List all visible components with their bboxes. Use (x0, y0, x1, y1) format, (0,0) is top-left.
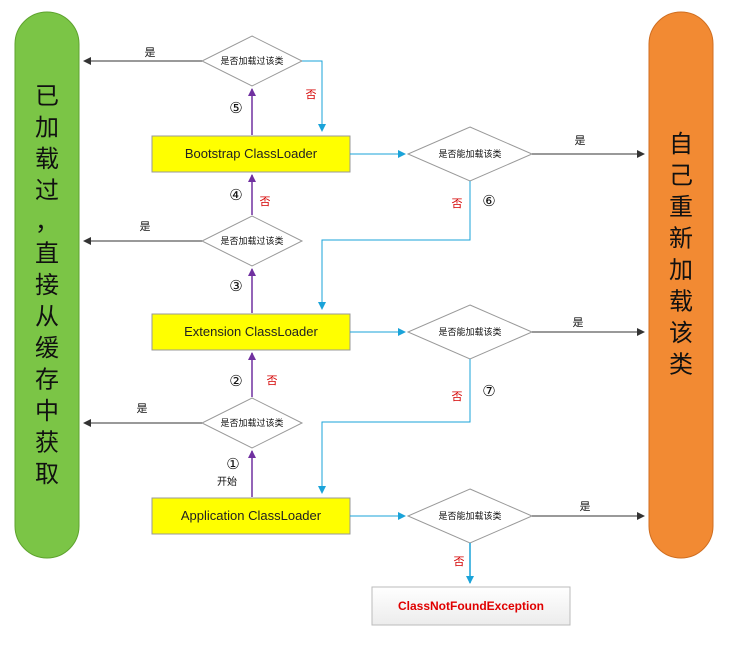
loaded-check-diamond-top: 是否加载过该类 (200, 35, 304, 87)
loaded-check-diamond-bottom: 是否加载过该类 (200, 397, 304, 449)
can-load-diamond-middle: 是否能加载该类 (406, 304, 534, 360)
left-bar-char: 从 (35, 303, 59, 331)
step-3: ③ (229, 277, 242, 295)
bootstrap-loader-box: Bootstrap ClassLoader (151, 135, 351, 173)
extension-loader-box: Extension ClassLoader (151, 313, 351, 351)
can-load-diamond-top: 是否能加载该类 (406, 126, 534, 182)
svg-text:是否加载过该类: 是否加载过该类 (220, 417, 283, 429)
step-1: ① (226, 455, 239, 473)
no-label-5: 否 (306, 88, 317, 101)
start-label: 开始 (217, 475, 237, 488)
left-bar-char: 载 (35, 145, 59, 173)
yes-label-bottom-left: 是 (137, 402, 148, 415)
left-bar-char: 已 (35, 82, 59, 110)
left-bar-char: 加 (35, 114, 59, 142)
step-7: ⑦ (482, 382, 495, 400)
yes-label-middle-left: 是 (140, 220, 151, 233)
step-4: ④ (229, 186, 242, 204)
arrow-top-canload-no (318, 181, 471, 310)
right-bar-char: 类 (669, 351, 693, 379)
left-bar-char: 直 (35, 240, 59, 268)
can-load-diamond-bottom: 是否能加载该类 (406, 488, 534, 544)
yes-label-top-right: 是 (575, 134, 586, 147)
step-2: ② (229, 372, 242, 390)
right-bar-char: 重 (669, 193, 693, 221)
no-label-4: 否 (260, 195, 271, 208)
extension-loader-label: Extension ClassLoader (184, 324, 318, 339)
left-bar-char: 接 (35, 271, 59, 299)
step-6: ⑥ (482, 192, 495, 210)
right-bar-char: 加 (669, 256, 693, 284)
svg-text:是否加载过该类: 是否加载过该类 (220, 235, 283, 247)
right-bar-char: 该 (669, 319, 693, 347)
step-5: ⑤ (229, 99, 242, 117)
right-bar-char: 新 (669, 225, 693, 253)
svg-text:是否能加载该类: 是否能加载该类 (438, 326, 501, 338)
right-bar-char: 自 (669, 130, 693, 158)
yes-label-middle-right: 是 (573, 316, 584, 329)
arrow-top-check-no (302, 60, 326, 132)
exception-label: ClassNotFoundException (398, 599, 544, 613)
left-bar-char: 获 (35, 429, 59, 457)
left-bar-char: 存 (35, 366, 59, 394)
no-label-6: 否 (452, 197, 463, 210)
yes-label-top-left: 是 (145, 46, 156, 59)
svg-text:是否加载过该类: 是否加载过该类 (220, 55, 283, 67)
yes-label-bottom-right: 是 (580, 500, 591, 513)
svg-text:是否能加载该类: 是否能加载该类 (438, 148, 501, 160)
right-bar-char: 己 (669, 162, 693, 190)
bootstrap-loader-label: Bootstrap ClassLoader (185, 146, 318, 161)
left-bar-char: 中 (35, 397, 59, 425)
left-bar-char: 取 (35, 460, 59, 488)
application-loader-box: Application ClassLoader (151, 497, 351, 535)
no-label-7: 否 (452, 390, 463, 403)
arrow-middle-canload-no (318, 359, 471, 494)
exception-box: ClassNotFoundException (371, 586, 571, 626)
no-label-2: 否 (267, 374, 278, 387)
no-label-exception: 否 (454, 555, 465, 568)
left-bar-char: 过 (35, 177, 59, 205)
application-loader-label: Application ClassLoader (181, 508, 322, 523)
left-bar-char: ， (35, 208, 59, 236)
svg-text:是否能加载该类: 是否能加载该类 (438, 510, 501, 522)
loaded-check-diamond-middle: 是否加载过该类 (200, 215, 304, 267)
left-bar-char: 缓 (35, 334, 59, 362)
right-bar-char: 载 (669, 288, 693, 316)
